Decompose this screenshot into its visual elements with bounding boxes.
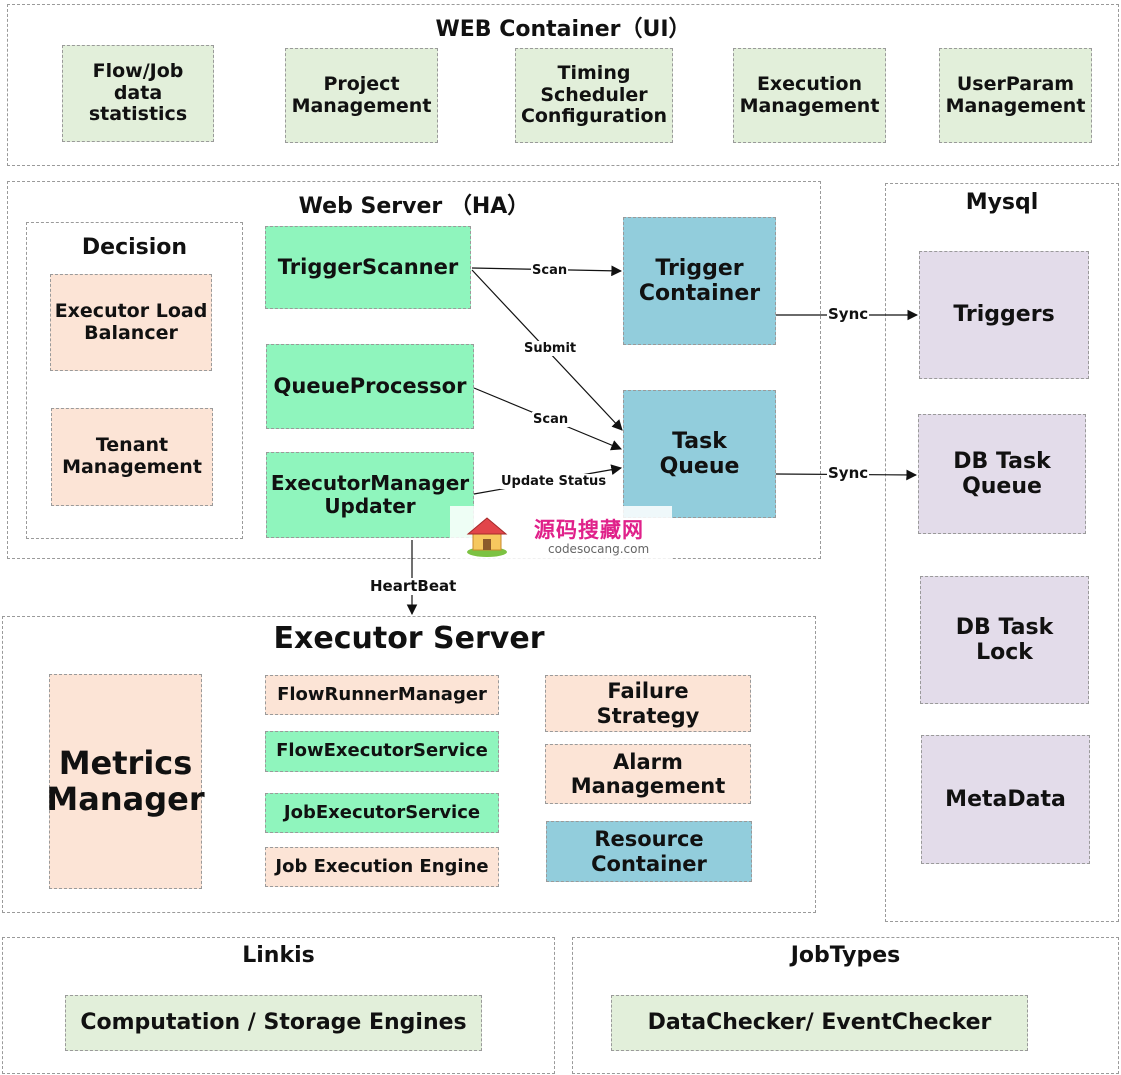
trigger-container-box: Trigger Container: [623, 217, 776, 345]
executor-load-balancer-box: Executor Load Balancer: [50, 274, 212, 371]
jobtypes-title: JobTypes: [790, 943, 901, 968]
watermark-house-icon: [466, 517, 508, 557]
triggers-table-box: Triggers: [919, 251, 1089, 379]
scan-queue-label: Scan: [532, 412, 570, 427]
task-queue-box: Task Queue: [623, 390, 776, 518]
flow-job-statistics-box: Flow/Job data statistics: [62, 45, 214, 142]
watermark: 源码搜藏网 codesocang.com: [450, 506, 672, 566]
alarm-management-box: Alarm Management: [545, 744, 751, 804]
web-container-region: WEB Container（UI）: [7, 4, 1119, 166]
web-server-title: Web Server （HA）: [298, 194, 530, 219]
queue-processor-box: QueueProcessor: [266, 344, 474, 429]
scan-trigger-label: Scan: [531, 263, 569, 278]
tenant-management-box: Tenant Management: [51, 408, 213, 506]
sync-queue-label: Sync: [827, 464, 870, 482]
submit-label: Submit: [523, 341, 578, 356]
sync-triggers-label: Sync: [827, 305, 870, 323]
web-server-region: Web Server （HA）: [7, 181, 821, 559]
watermark-brand: 源码搜藏网: [534, 518, 644, 542]
failure-strategy-box: Failure Strategy: [545, 675, 751, 732]
linkis-title: Linkis: [242, 943, 315, 968]
metadata-table-box: MetaData: [921, 735, 1090, 864]
project-management-box: Project Management: [285, 48, 438, 143]
executor-server-title: Executor Server: [273, 621, 545, 656]
linkis-region: Linkis: [2, 937, 555, 1074]
executor-server-region: Executor Server: [2, 616, 816, 913]
computation-storage-engines-box: Computation / Storage Engines: [65, 995, 482, 1051]
execution-management-box: Execution Management: [733, 48, 886, 143]
db-task-queue-table-box: DB Task Queue: [918, 414, 1086, 534]
db-task-lock-table-box: DB Task Lock: [920, 576, 1089, 704]
mysql-region: Mysql: [885, 183, 1119, 922]
timing-scheduler-configuration-box: Timing Scheduler Configuration: [515, 48, 673, 143]
userparam-management-box: UserParam Management: [939, 48, 1092, 143]
flow-runner-manager-box: FlowRunnerManager: [265, 675, 499, 715]
decision-title: Decision: [81, 235, 188, 260]
executor-manager-updater-box: ExecutorManager Updater: [266, 452, 474, 538]
heartbeat-label: HeartBeat: [369, 577, 458, 595]
resource-container-box: Resource Container: [546, 821, 752, 882]
decision-region: Decision: [26, 222, 243, 539]
flow-executor-service-box: FlowExecutorService: [265, 731, 499, 772]
mysql-title: Mysql: [965, 190, 1039, 215]
datachecker-eventchecker-box: DataChecker/ EventChecker: [611, 995, 1028, 1051]
metrics-manager-box: Metrics Manager: [46, 674, 205, 889]
watermark-domain: codesocang.com: [548, 542, 650, 556]
jobtypes-region: JobTypes: [572, 937, 1119, 1074]
job-execution-engine-box: Job Execution Engine: [265, 847, 499, 887]
web-container-title: WEB Container（UI）: [435, 17, 691, 42]
update-status-label: Update Status: [500, 474, 608, 489]
trigger-scanner-box: TriggerScanner: [265, 226, 471, 309]
job-executor-service-box: JobExecutorService: [265, 793, 499, 833]
